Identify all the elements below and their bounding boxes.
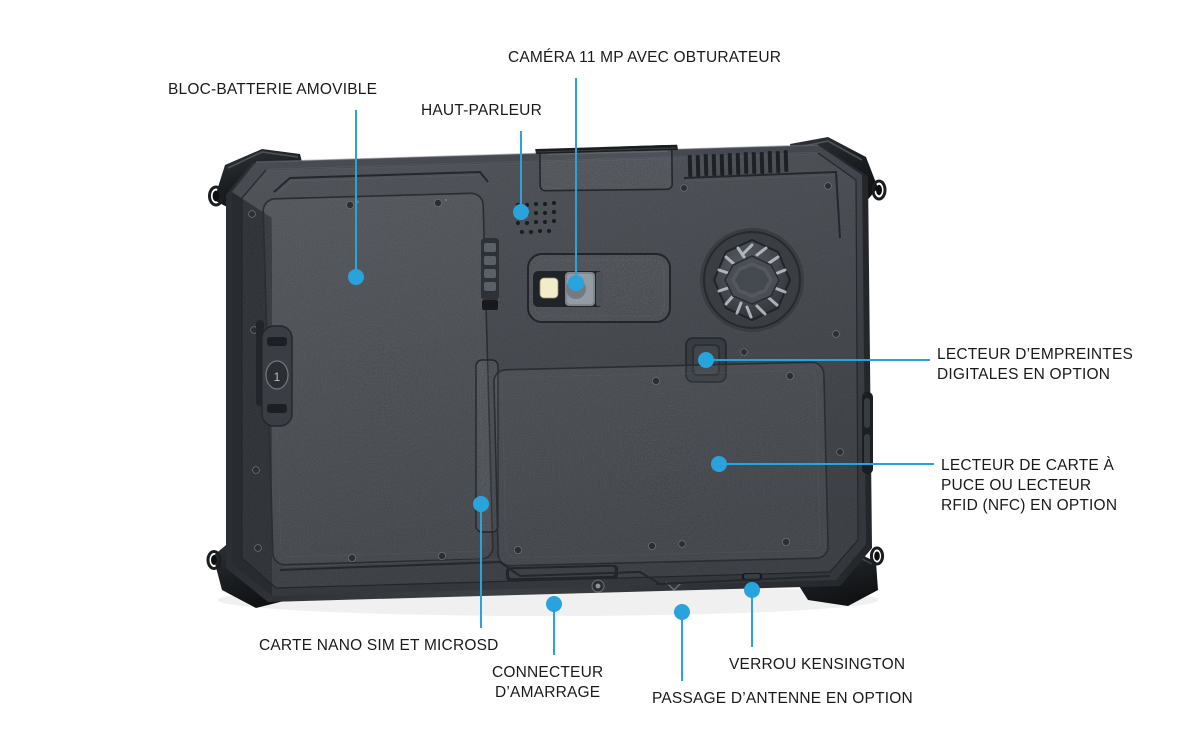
nano-sim-microsd-door [475, 359, 499, 533]
callout-label-nanosim: CARTE NANO SIM ET MICROSD [259, 637, 499, 654]
smartcard-rfid-panel [493, 361, 829, 567]
removable-battery-panel [262, 170, 494, 566]
camera-module [527, 253, 671, 323]
callout-label-antenna: PASSAGE D’ANTENNE EN OPTION [652, 690, 913, 707]
cooling-fan [700, 228, 804, 332]
callout-label-speaker: HAUT-PARLEUR [421, 102, 542, 119]
top-vent-slots [687, 149, 789, 178]
callout-label-fingerprint: LECTEUR D’EMPREINTES DIGITALES EN OPTION [937, 346, 1134, 383]
callout-label-battery: BLOC-BATTERIE AMOVIBLE [168, 81, 378, 98]
battery-latch-strip [481, 238, 499, 310]
callout-label-camera: CAMÉRA 11 MP AVEC OBTURATEUR [508, 49, 782, 66]
callout-label-kensington: VERROU KENSINGTON [729, 656, 906, 673]
callout-label-smartcard: LECTEUR DE CARTE À PUCE OU LECTEUR RFID … [941, 457, 1118, 514]
left-edge-controls: 1 [256, 320, 293, 427]
right-edge-port-door [862, 392, 873, 474]
callout-label-dock: CONNECTEUR D’AMARRAGE [492, 664, 604, 701]
speaker-grille [515, 200, 557, 235]
svg-text:1: 1 [274, 370, 281, 384]
top-handle [534, 140, 678, 192]
chassis-screws [248, 182, 844, 552]
